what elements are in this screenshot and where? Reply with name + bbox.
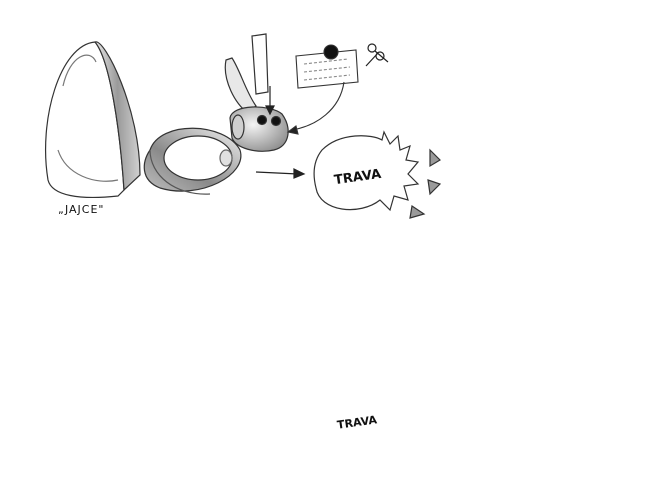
arrow-icon xyxy=(256,169,304,178)
paper-roll xyxy=(144,128,241,194)
paper-strip xyxy=(288,45,358,134)
scissors-icon xyxy=(366,44,388,66)
egg-label: „JAJCE" xyxy=(58,203,104,216)
rabbit-head xyxy=(225,34,288,151)
egg-band-flat xyxy=(46,42,140,198)
